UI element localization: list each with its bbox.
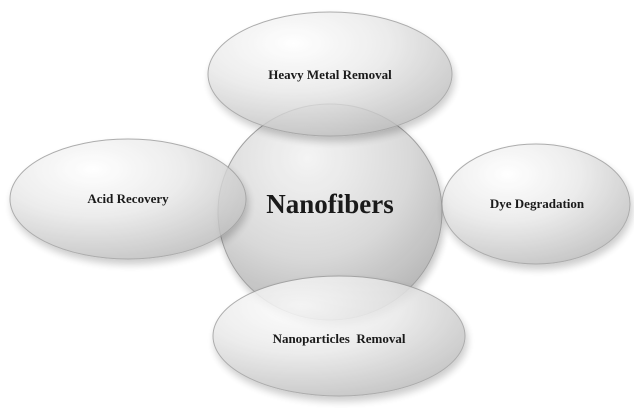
node-top-label: Heavy Metal Removal [268, 67, 392, 82]
node-right-ellipse [441, 143, 631, 265]
node-left-ellipse [9, 138, 247, 260]
node-bottom-label: Nanoparticles Removal [272, 331, 406, 346]
node-right-label: Dye Degradation [489, 196, 585, 211]
node-bottom-ellipse [212, 275, 466, 397]
node-left-label: Acid Recovery [87, 191, 169, 206]
node-top-ellipse [207, 11, 453, 137]
center-label: Nanofibers [266, 188, 394, 219]
